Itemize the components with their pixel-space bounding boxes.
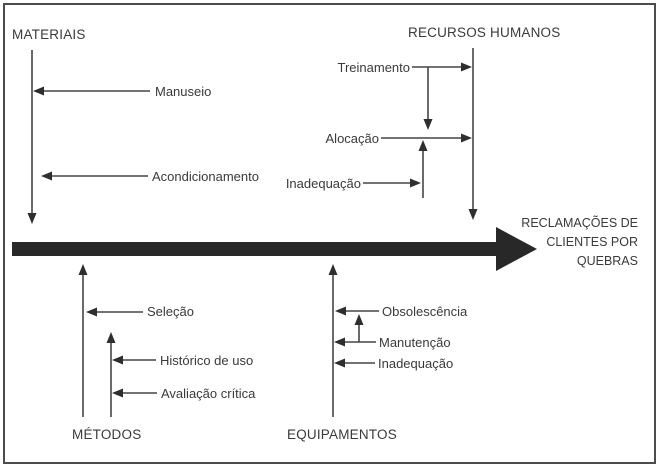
obsolescencia-arrowhead xyxy=(335,306,346,316)
manutencao-arrowhead xyxy=(334,337,345,347)
cause-label-alocacao: Alocação xyxy=(325,131,379,146)
effect-label: RECLAMAÇÕES DE CLIENTES POR QUEBRAS xyxy=(521,214,638,271)
inadequacao-rh-arrowhead xyxy=(410,178,421,188)
equipamentos-spine-arrowhead xyxy=(328,264,338,275)
materiais-branch xyxy=(27,50,150,224)
cause-label-inadequacao-eq: Inadequação xyxy=(378,356,454,371)
equipamentos-branch xyxy=(328,264,379,417)
selecao-arrowhead xyxy=(86,307,97,317)
main-effect-arrow xyxy=(12,227,537,271)
recursos-humanos-branch xyxy=(363,48,478,220)
metodos-spine-arrowhead xyxy=(78,264,88,275)
metodos-secondary-spine-arrowhead xyxy=(106,332,116,343)
cause-label-manutencao: Manutenção xyxy=(379,335,451,350)
category-label-recursos-humanos: RECURSOS HUMANOS xyxy=(408,25,561,40)
cause-label-historico-de-uso: Histórico de uso xyxy=(160,353,254,368)
alocacao-arrowhead xyxy=(461,133,472,143)
treinamento-to-alocacao-arrowhead xyxy=(423,119,433,130)
recursos-humanos-spine-arrowhead xyxy=(468,209,478,220)
effect-label-line1: RECLAMAÇÕES DE xyxy=(521,216,638,230)
cause-label-manuseio: Manuseio xyxy=(155,84,212,99)
main-arrow-shaft xyxy=(12,242,499,256)
acondicionamento-arrowhead xyxy=(41,171,52,181)
cause-label-inadequacao-rh: Inadequação xyxy=(285,176,361,191)
cause-label-obsolescencia: Obsolescência xyxy=(382,304,468,319)
inadequacao-eq-arrowhead xyxy=(334,358,345,368)
treinamento-arrowhead xyxy=(461,62,472,72)
historico-arrowhead xyxy=(112,355,123,365)
main-arrowhead xyxy=(496,227,537,271)
manutencao-to-obsolescencia-arrowhead xyxy=(354,314,364,325)
manuseio-arrowhead xyxy=(33,86,44,96)
avaliacao-arrowhead xyxy=(112,388,123,398)
category-label-metodos: MÉTODOS xyxy=(72,427,142,442)
materiais-spine-arrowhead xyxy=(27,213,37,224)
inadequacao-to-alocacao-arrowhead xyxy=(418,140,428,151)
cause-label-acondicionamento: Acondicionamento xyxy=(152,169,259,184)
category-label-materiais: MATERIAIS xyxy=(12,27,86,42)
cause-label-treinamento: Treinamento xyxy=(337,60,411,75)
metodos-branch xyxy=(78,264,157,417)
category-label-equipamentos: EQUIPAMENTOS xyxy=(287,427,397,442)
cause-label-avaliacao-critica: Avaliação crítica xyxy=(161,386,256,401)
effect-label-line2: CLIENTES POR xyxy=(546,235,638,249)
effect-label-line3: QUEBRAS xyxy=(576,254,638,268)
cause-label-selecao: Seleção xyxy=(147,304,194,319)
